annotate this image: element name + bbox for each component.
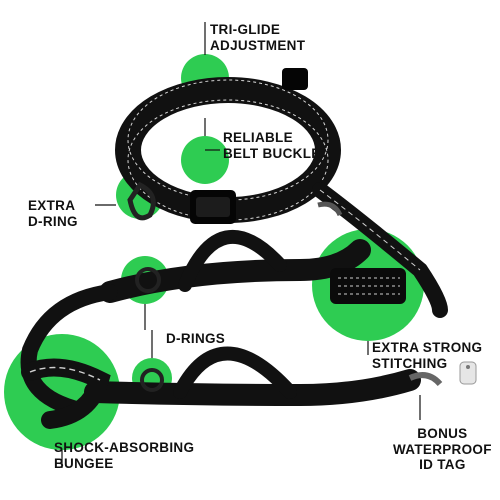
label-extra-d-ring: EXTRA D-RING bbox=[28, 198, 78, 229]
label-tri-glide-line1: TRI-GLIDE bbox=[210, 22, 281, 37]
callout-lines bbox=[61, 22, 421, 468]
label-id-tag: BONUS WATERPROOF ID TAG bbox=[393, 426, 492, 473]
label-belt-buckle-line1: RELIABLE bbox=[223, 130, 293, 145]
label-extra-d-ring-line1: EXTRA bbox=[28, 198, 76, 213]
id-tag-icon bbox=[459, 361, 477, 385]
label-stitching: EXTRA STRONG STITCHING bbox=[372, 340, 482, 371]
label-id-tag-line2: WATERPROOF bbox=[393, 441, 492, 457]
label-bungee-line2: BUNGEE bbox=[54, 455, 114, 471]
d-ring-icon bbox=[127, 181, 156, 221]
label-d-rings-line1: D-RINGS bbox=[166, 331, 226, 346]
label-d-rings: D-RINGS bbox=[166, 331, 225, 347]
label-bungee-line1: SHOCK-ABSORBING bbox=[54, 440, 195, 455]
bungee-icon bbox=[20, 182, 448, 418]
label-belt-buckle-line2: BELT BUCKLE bbox=[223, 145, 321, 161]
buckle-icon bbox=[190, 190, 236, 224]
bungee-zoom bbox=[21, 358, 111, 429]
buckle-circle bbox=[181, 136, 229, 184]
label-id-tag-line3: ID TAG bbox=[419, 457, 466, 472]
label-belt-buckle: RELIABLE BELT BUCKLE bbox=[223, 130, 321, 161]
stitching-zoom bbox=[330, 268, 406, 304]
label-stitching-line2: STITCHING bbox=[372, 355, 448, 371]
label-bungee: SHOCK-ABSORBING BUNGEE bbox=[54, 440, 194, 471]
label-tri-glide: TRI-GLIDE ADJUSTMENT bbox=[210, 22, 305, 53]
handle-icon-lower bbox=[84, 346, 421, 407]
label-tri-glide-line2: ADJUSTMENT bbox=[210, 37, 306, 53]
label-extra-d-ring-line2: D-RING bbox=[28, 213, 78, 229]
snap-hook-icon bbox=[317, 201, 443, 387]
label-id-tag-line1: BONUS bbox=[417, 426, 468, 441]
label-stitching-line1: EXTRA STRONG bbox=[372, 340, 483, 355]
handle-icon bbox=[99, 229, 371, 303]
